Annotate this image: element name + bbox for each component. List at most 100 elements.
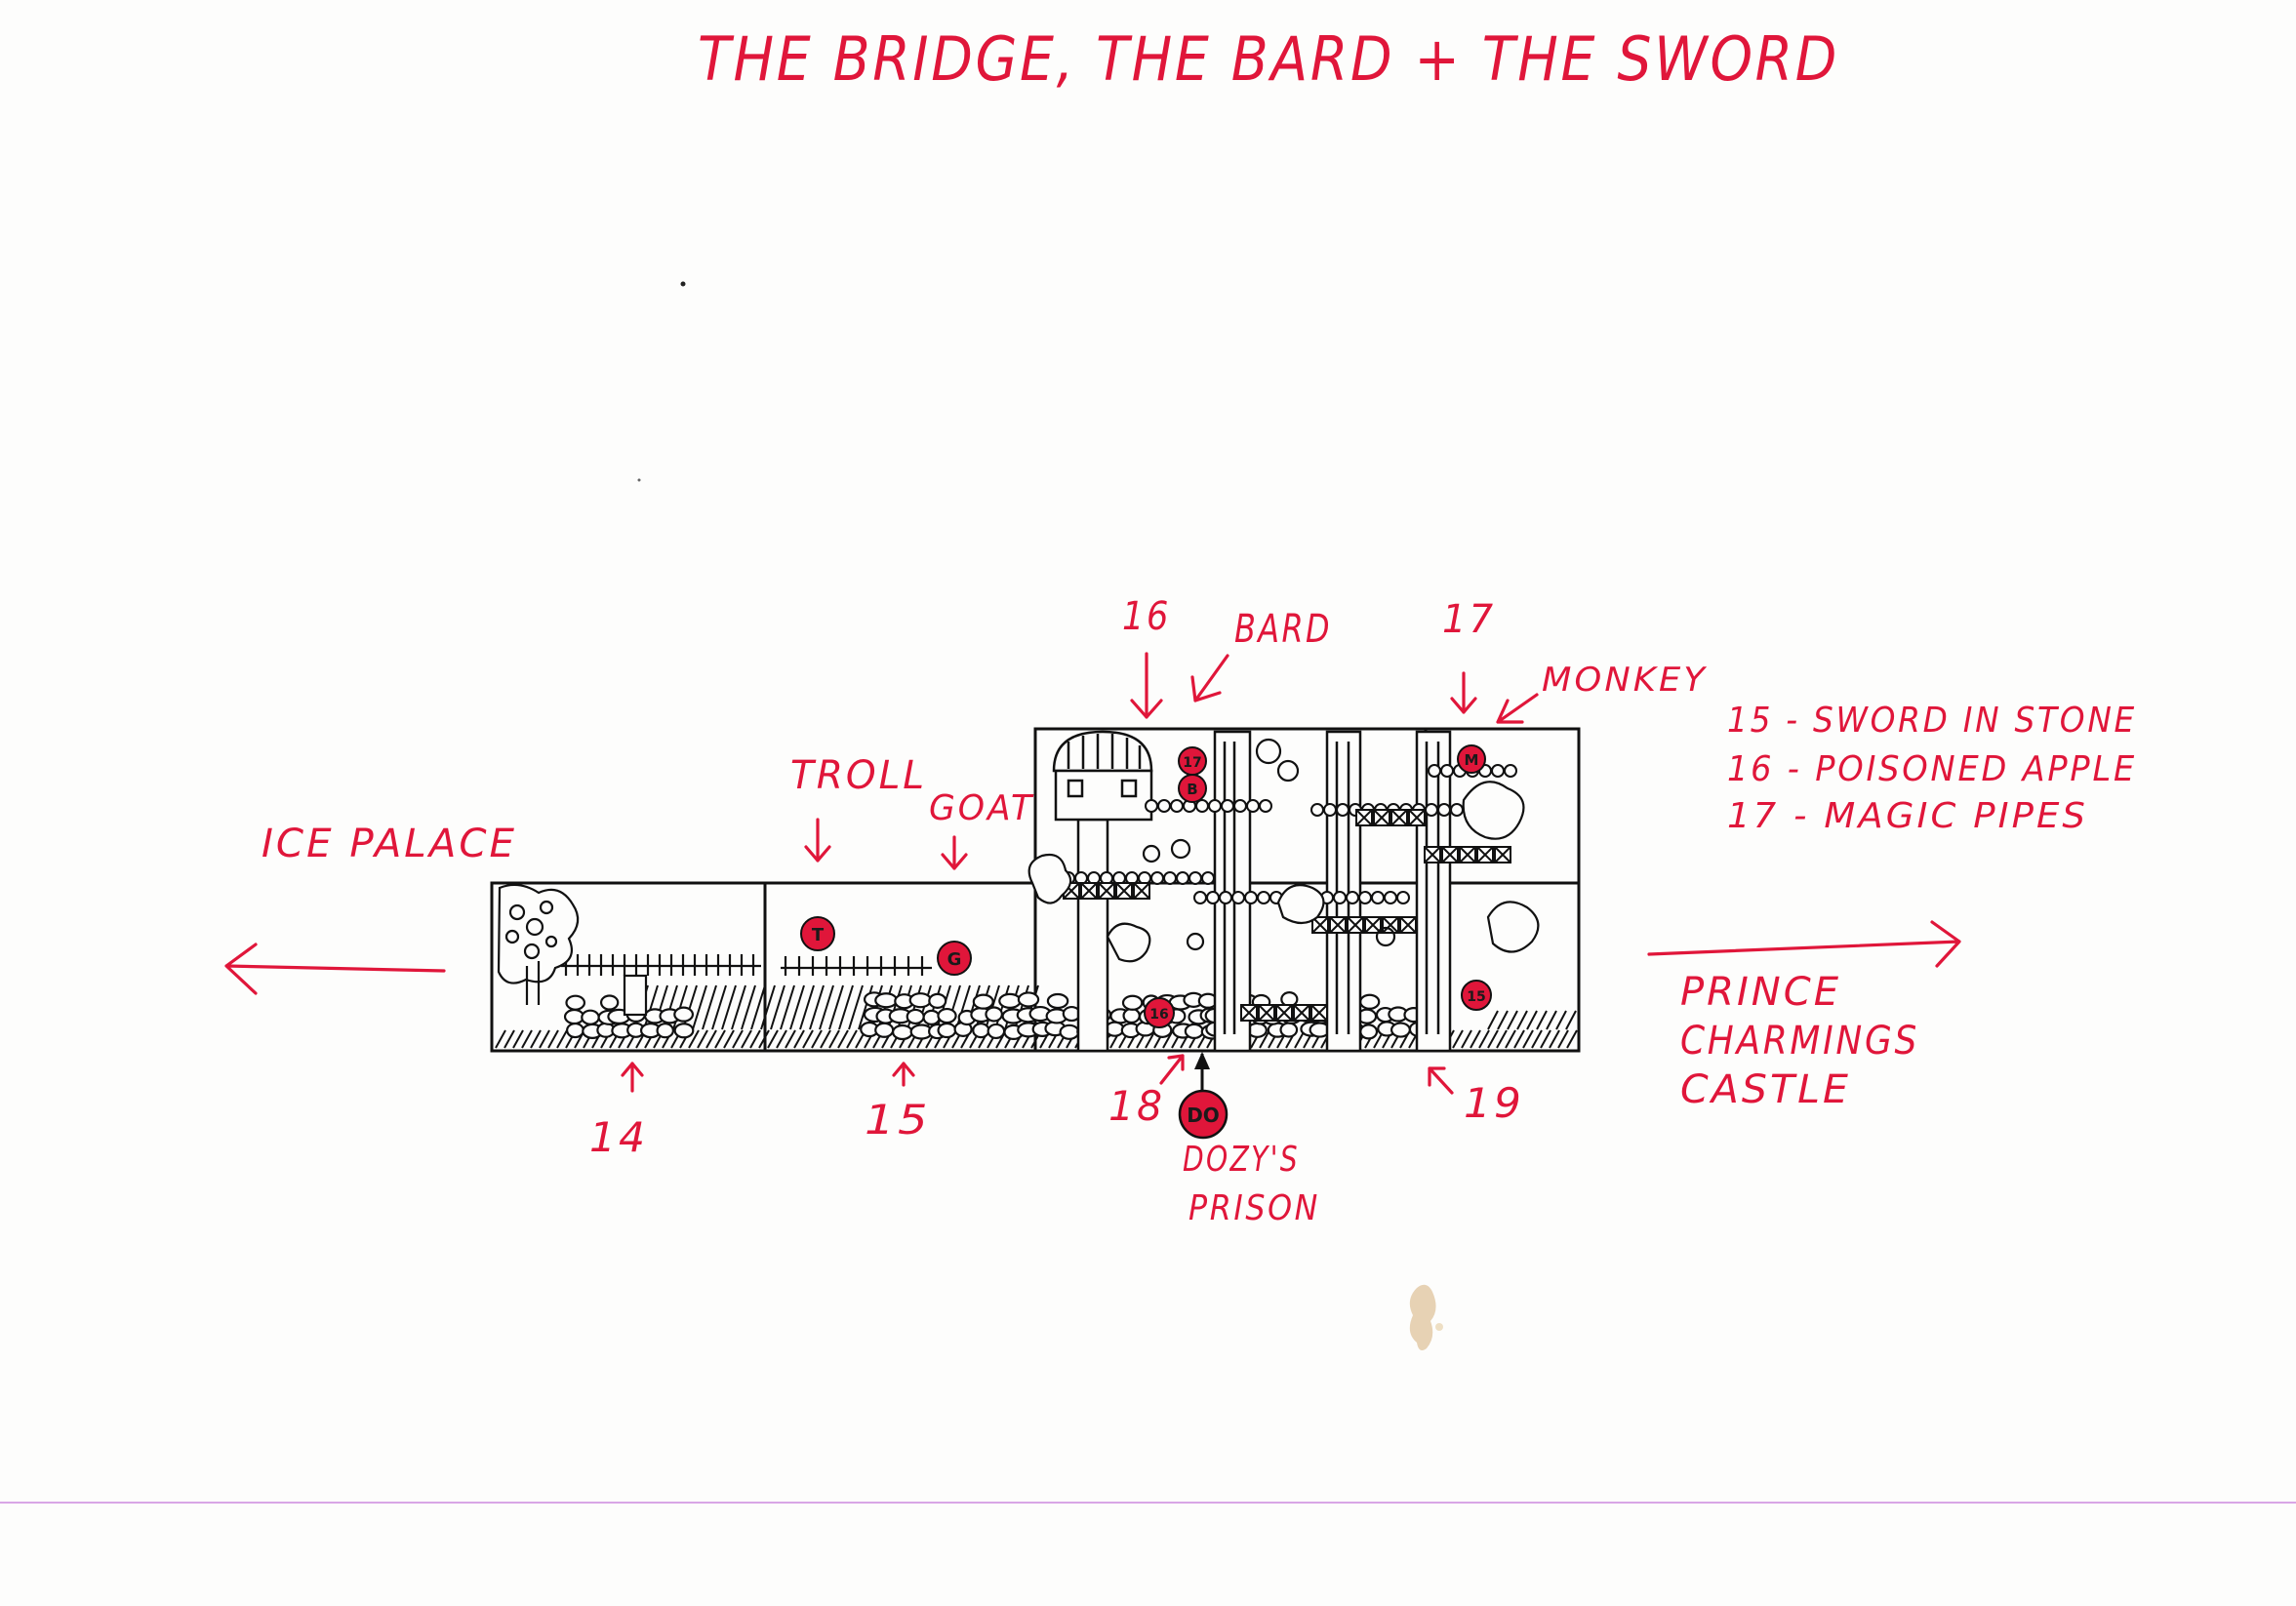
stone	[985, 1006, 1003, 1023]
bead	[1310, 803, 1324, 817]
stone	[673, 1023, 695, 1039]
label-goat: GOAT	[929, 788, 1034, 828]
hatch-stroke	[521, 1029, 533, 1049]
hatch-stroke	[1259, 1029, 1270, 1049]
hatch-stroke	[1522, 1029, 1534, 1049]
bead	[1233, 799, 1247, 813]
crate-cross	[1080, 882, 1098, 900]
hatch-stroke	[1549, 1029, 1560, 1049]
crate-cross	[1382, 916, 1399, 934]
map-title: THE BRIDGE, THE BARD + THE SWORD	[698, 23, 1839, 95]
crate-cross	[1133, 882, 1150, 900]
stone	[1046, 992, 1069, 1010]
label-prince-line2: CHARMINGS	[1680, 1019, 1919, 1064]
bead	[1208, 799, 1222, 813]
stone	[998, 992, 1022, 1009]
bead	[1157, 799, 1171, 813]
hatch-stroke	[504, 1029, 515, 1049]
label-room-14: 14	[589, 1113, 648, 1161]
marker-goat: G	[937, 941, 972, 976]
hatch-stroke	[994, 984, 1010, 1030]
bead	[1336, 803, 1349, 817]
hatch-stroke	[780, 984, 795, 1030]
bead	[1396, 891, 1410, 904]
marker-poisoned-apple: 16	[1144, 997, 1175, 1028]
crate-cross	[1347, 916, 1364, 934]
crate-cross	[1310, 1004, 1328, 1022]
hatch-stroke	[731, 984, 746, 1030]
hatch-stroke	[1540, 1029, 1551, 1049]
label-room-16: 16	[1122, 594, 1171, 639]
hatch-stroke	[955, 984, 971, 1030]
stone	[1017, 991, 1040, 1008]
marker-troll: T	[800, 916, 835, 951]
hatch-stroke	[495, 1029, 506, 1049]
hatch-stroke	[789, 984, 805, 1030]
hatch-stroke	[1566, 1029, 1578, 1049]
arrow-down-17-icon	[1450, 671, 1477, 714]
hatch-stroke	[1487, 1010, 1499, 1030]
stone	[1059, 1024, 1080, 1040]
stone	[1122, 1007, 1141, 1024]
bead	[1371, 891, 1385, 904]
hatch-stroke	[1470, 1029, 1481, 1049]
arrow-down-troll-icon	[804, 818, 831, 863]
stone	[874, 992, 899, 1009]
stone	[656, 1023, 674, 1039]
stone	[1184, 1023, 1204, 1039]
label-ice-palace: ICE PALACE	[262, 822, 517, 866]
crate-cross	[1329, 916, 1347, 934]
hatch-stroke	[711, 984, 727, 1030]
stone	[972, 993, 994, 1010]
bead	[1244, 891, 1258, 904]
crate-cross	[1476, 846, 1494, 863]
bead	[1257, 891, 1270, 904]
arrow-up-15-icon	[892, 1062, 915, 1087]
bard-hut	[1052, 730, 1153, 822]
arrow-down-16-icon	[1130, 652, 1163, 719]
bead	[1504, 764, 1517, 778]
bead	[1491, 764, 1505, 778]
crate-cross	[1441, 846, 1459, 863]
hatch-stroke	[785, 1029, 796, 1049]
bead	[1259, 799, 1272, 813]
hatch-stroke	[539, 1029, 550, 1049]
bead	[1176, 871, 1189, 885]
hatch-stroke	[1496, 1029, 1508, 1049]
label-dozy-line2: PRISON	[1188, 1188, 1320, 1228]
hatch-stroke	[760, 984, 776, 1030]
hatch-stroke	[741, 984, 756, 1030]
bead	[1246, 799, 1260, 813]
hatch-stroke	[714, 1029, 726, 1049]
foliage-clusters	[1027, 738, 1540, 963]
stone	[972, 1022, 990, 1039]
hatch-stroke	[688, 1029, 700, 1049]
arrow-up-14-icon	[621, 1062, 644, 1093]
bead	[1193, 891, 1207, 904]
hatch-stroke	[936, 984, 951, 1030]
hatch-stroke	[1531, 1029, 1543, 1049]
svg-text:T: T	[812, 925, 825, 945]
hatch-stroke	[846, 1029, 858, 1049]
crate-cross	[1275, 1004, 1293, 1022]
svg-text:M: M	[1465, 751, 1479, 769]
stone	[563, 1008, 585, 1025]
hatch-stroke	[530, 1029, 542, 1049]
hatch-stroke	[793, 1029, 805, 1049]
bead	[1221, 799, 1234, 813]
paper-stain	[1409, 1284, 1443, 1350]
arrow-down-goat-icon	[941, 835, 968, 870]
marker-bard: B	[1178, 774, 1207, 803]
crate-cross	[1399, 916, 1417, 934]
crate-cross	[1364, 916, 1382, 934]
stone	[673, 1006, 695, 1023]
bead	[1323, 803, 1337, 817]
hatch-stroke	[820, 1029, 831, 1049]
label-troll: TROLL	[790, 753, 927, 798]
stone	[928, 992, 947, 1009]
ink-dot	[680, 281, 686, 287]
bead	[1440, 764, 1454, 778]
stone	[892, 1024, 913, 1041]
legend-item: 17 - MAGIC PIPES	[1727, 796, 2088, 836]
